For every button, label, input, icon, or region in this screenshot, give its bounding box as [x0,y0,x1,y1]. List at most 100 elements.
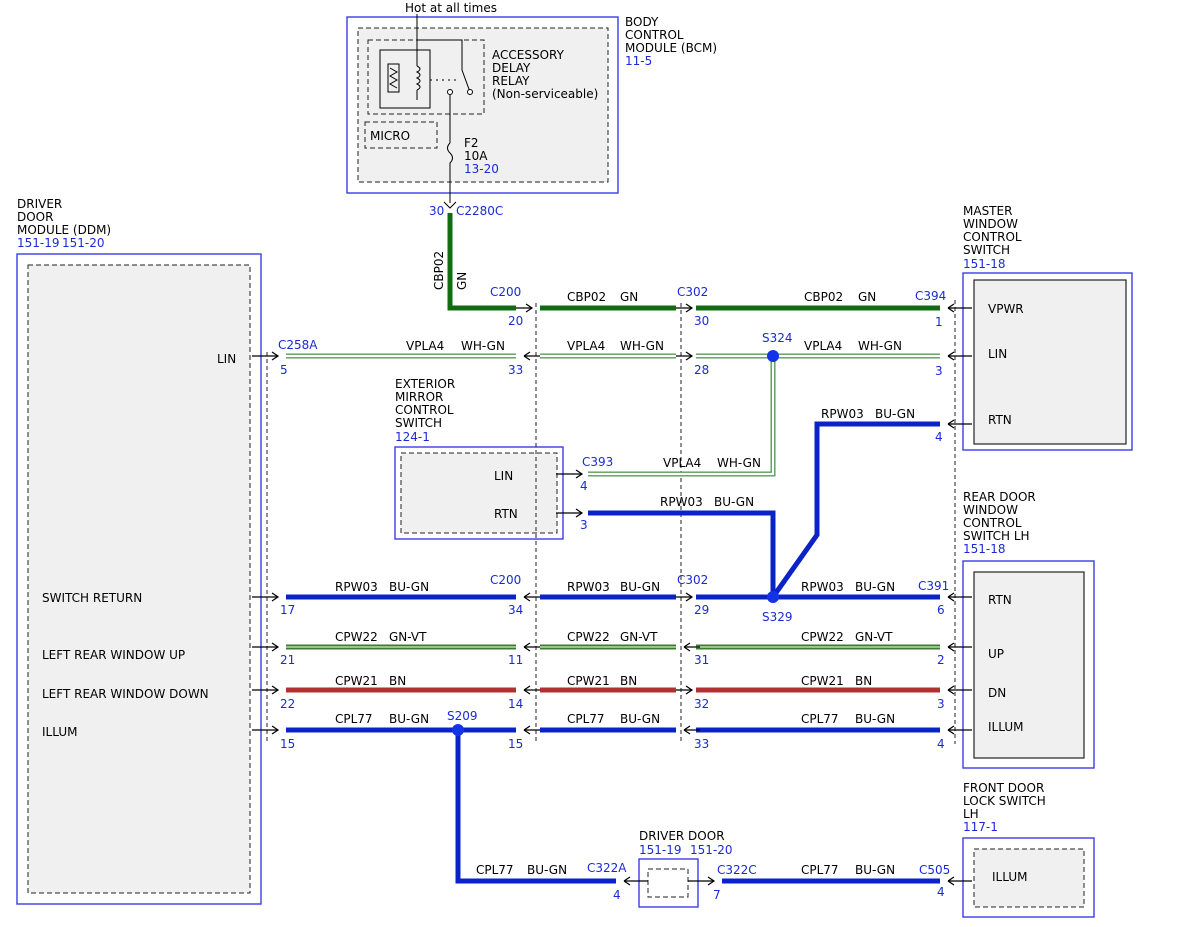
circuit-gn-right: GN [858,290,876,304]
connector-c394[interactable]: C394 [915,289,946,303]
pin-num-lin-mwcs: 3 [935,364,943,378]
circuit-cbp02-vertical: CBP02 [432,251,446,290]
pin-num-lin-c302: 28 [694,363,709,377]
mwcs-module: MASTER WINDOW CONTROL SWITCH 151-18 VPWR… [962,204,1133,451]
mirror-title-line-1: EXTERIOR [395,377,455,391]
driver-door-ref-link-1[interactable]: 151-19 [639,843,682,857]
mirror-pin-rtn: RTN [494,507,518,521]
relay-label-line-4: (Non-serviceable) [492,87,598,101]
bcm-pin-arrow-icon [443,201,457,209]
connector-c391[interactable]: C391 [918,579,949,593]
pin-num-dn-c302: 32 [694,697,709,711]
circuit-bugn-left: BU-GN [389,580,429,594]
circuit-bugn-illum-right: BU-GN [855,712,895,726]
ddm-ref-link-1[interactable]: 151-19 [17,236,60,250]
rdwcs-pin-up: UP [988,647,1004,661]
fuse-icon [447,142,453,203]
bcm-title-line-3: MODULE (BCM) [625,41,717,55]
circuit-rpw03-left: RPW03 [335,580,378,594]
driver-door-title: DRIVER DOOR [639,829,725,843]
pin-num-c322c: 7 [713,888,721,902]
mwcs-title-line-4: SWITCH [963,243,1010,257]
relay-contact-node-2 [447,89,453,95]
driver-door-inner-box [647,868,689,898]
mwcs-inner-box [973,279,1127,445]
rdwcs-ref-link[interactable]: 151-18 [963,542,1006,556]
connector-c302-top[interactable]: C302 [677,285,708,299]
ddm-title-line-2: DOOR [17,210,53,224]
mirror-title-line-4: SWITCH [395,416,442,430]
pin-num-il-rd: 4 [937,737,945,751]
mirror-inner-box [400,452,558,534]
rdwcs-pin-illum: ILLUM [988,720,1023,734]
bcm-title-line-1: BODY [625,15,659,29]
connector-c322c[interactable]: C322C [717,863,757,877]
pin-num-cbp-c302: 30 [694,314,709,328]
mirror-ref-link[interactable]: 124-1 [395,430,430,444]
rdwcs-outer-box [962,560,1095,769]
circuit-gnvt-right: GN-VT [855,630,893,644]
driver-door-ref-link-2[interactable]: 151-20 [690,843,733,857]
mwcs-ref-link[interactable]: 151-18 [963,257,1006,271]
mirror-title-line-3: CONTROL [395,403,454,417]
fuse-ref-link[interactable]: 13-20 [464,162,499,176]
circuit-bn-mid: BN [620,674,637,688]
ddm-pin-lin: LIN [217,352,236,366]
splice-s209-label: S209 [447,709,478,723]
bcm-connector-label[interactable]: C2280C [456,204,503,218]
pin-num-sw-c302: 29 [694,603,709,617]
connector-c393[interactable]: C393 [582,455,613,469]
relay-label-line-3: RELAY [492,74,530,88]
bcm-inner-box [357,27,609,183]
circuit-cbp02-right: CBP02 [804,290,843,304]
circuit-cpl77-bottom-left: CPL77 [476,863,514,877]
pin-num-lin-c200: 33 [508,363,523,377]
relay-contact-arm [417,39,471,93]
circuit-whgn-mid: WH-GN [620,339,664,353]
circuit-bn-left: BN [389,674,406,688]
fdls-outer-box [962,837,1095,918]
mwcs-pin-vpwr: VPWR [988,302,1024,316]
ddm-title-line-3: MODULE (DDM) [17,223,111,237]
mirror-module: EXTERIOR MIRROR CONTROL SWITCH 124-1 LIN… [394,377,564,540]
relay-winding-icon [415,65,421,91]
circuit-bugn-mwcs: BU-GN [875,407,915,421]
circuit-cpw21-left: CPW21 [335,674,378,688]
ddm-ref-link-2[interactable]: 151-20 [62,236,105,250]
circuit-rpw03-mwcs: RPW03 [821,407,864,421]
connector-c258a[interactable]: C258A [278,338,318,352]
circuit-bugn-illum-left: BU-GN [389,712,429,726]
pin-num-up-c302: 31 [694,653,709,667]
rdwcs-module: REAR DOOR WINDOW CONTROL SWITCH LH 151-1… [962,490,1095,769]
circuit-cpl77-mid: CPL77 [567,712,605,726]
pin-num-cbp-c394: 1 [935,315,943,329]
fdls-ref-link[interactable]: 117-1 [963,820,998,834]
driver-door-block: DRIVER DOOR 151-19 151-20 [638,829,733,908]
fdls-title-line-1: FRONT DOOR [963,781,1044,795]
mwcs-pin-rtn: RTN [988,413,1012,427]
mirror-pin-lin: LIN [494,469,513,483]
circuit-cpw22-right: CPW22 [801,630,844,644]
bcm-pin-number: 30 [429,204,444,218]
micro-box [364,121,438,149]
connector-c302-lower[interactable]: C302 [677,573,708,587]
bcm-ref-link[interactable]: 11-5 [625,54,652,68]
circuit-gnvt-mid: GN-VT [620,630,658,644]
pin-num-mirror-rtn: 3 [580,518,588,532]
ddm-module: DRIVER DOOR MODULE (DDM) 151-19 151-20 L… [16,197,262,905]
relay-coil-box [379,49,431,109]
connector-c200-lower[interactable]: C200 [490,573,521,587]
bcm-outer-box [346,16,619,194]
relay-contact-node [467,89,473,95]
micro-label: MICRO [370,129,410,143]
connector-c505[interactable]: C505 [919,863,950,877]
circuit-vpla4-mid: VPLA4 [567,339,605,353]
mwcs-title-line-1: MASTER [963,204,1012,218]
connector-c200-top[interactable]: C200 [490,285,521,299]
fdls-pin-illum: ILLUM [992,870,1027,884]
connector-c322a[interactable]: C322A [587,861,627,875]
rdwcs-pin-dn: DN [988,686,1006,700]
rdwcs-pin-rtn: RTN [988,593,1012,607]
fdls-title-line-2: LOCK SWITCH [963,794,1046,808]
